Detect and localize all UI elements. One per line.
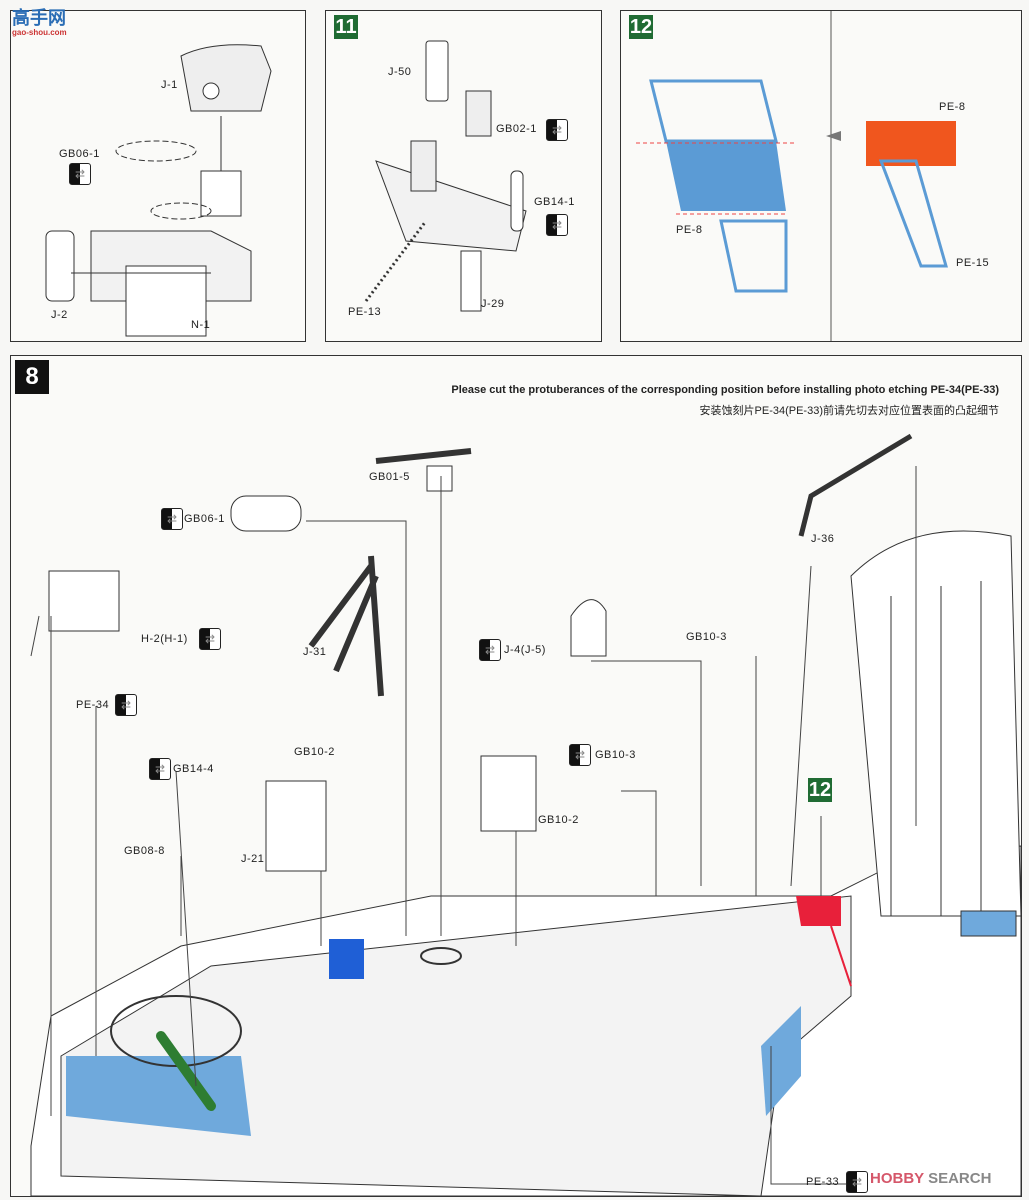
label-pe8: PE-8	[676, 224, 703, 236]
sub-step-12: 12	[808, 778, 832, 802]
label-j4: J-4(J-5)	[504, 644, 546, 656]
label-pe13: PE-13	[348, 306, 382, 318]
ladder-drawing	[636, 11, 956, 341]
label-h2: H-2(H-1)	[141, 633, 188, 645]
label-j29: J-29	[481, 298, 505, 310]
label-j21: J-21	[241, 853, 265, 865]
label-j50: J-50	[388, 66, 412, 78]
label-j36: J-36	[811, 533, 835, 545]
step-number: 12	[629, 15, 653, 39]
turret-drawing	[45, 44, 272, 337]
label-gb01-5: GB01-5	[369, 471, 410, 483]
panel-turret-assembly: J-1 GB06-1 ⇄ J-2 N-1	[10, 10, 306, 342]
label-gb10-2: GB10-2	[538, 814, 579, 826]
label-j2: J-2	[51, 309, 68, 321]
label-pe8: PE-8	[939, 101, 966, 113]
left-right-arrow-icon: ⇄	[69, 163, 91, 185]
left-right-arrow-icon: ⇄	[199, 628, 221, 650]
label-gb06-1: GB06-1	[184, 513, 225, 525]
label-gb10-3: GB10-3	[595, 749, 636, 761]
hobby-search-watermark: HOBBY SEARCH	[870, 1170, 992, 1187]
left-right-arrow-icon: ⇄	[846, 1171, 868, 1193]
platform-drawing	[364, 40, 527, 312]
step-number: 11	[334, 15, 358, 39]
label-pe15: PE-15	[956, 257, 990, 269]
label-gb08-8: GB08-8	[124, 845, 165, 857]
label-gb14-4: GB14-4	[173, 763, 214, 775]
label-gb10-2: GB10-2	[294, 746, 335, 758]
panel-step-8: 8 Please cut the protuberances of the co…	[10, 355, 1022, 1197]
label-pe34: PE-34	[76, 699, 110, 711]
panel-step-12: 12 PE-8 PE-8 PE-15	[620, 10, 1022, 342]
panel-step-11: 11 J-50 GB02-1 ⇄ GB14-1 ⇄ PE-13 J-29	[325, 10, 602, 342]
note-chinese: 安装蚀刻片PE-34(PE-33)前请先切去对应位置表面的凸起细节	[699, 405, 999, 417]
label-pe33: PE-33	[806, 1176, 840, 1188]
left-right-arrow-icon: ⇄	[546, 119, 568, 141]
label-j1: J-1	[161, 79, 178, 91]
label-n1: N-1	[191, 319, 211, 331]
step-number: 8	[15, 360, 49, 394]
left-right-arrow-icon: ⇄	[149, 758, 171, 780]
label-gb14-1: GB14-1	[534, 196, 575, 208]
note-english: Please cut the protuberances of the corr…	[451, 384, 999, 396]
ship-deck-drawing	[30, 433, 1021, 1196]
label-gb10-3: GB10-3	[686, 631, 727, 643]
watermark-text: 高手网	[12, 8, 66, 28]
label-j31: J-31	[303, 646, 327, 658]
label-gb06-1: GB06-1	[59, 148, 100, 160]
watermark-url: gao-shou.com	[12, 28, 67, 38]
left-right-arrow-icon: ⇄	[115, 694, 137, 716]
left-right-arrow-icon: ⇄	[161, 508, 183, 530]
left-right-arrow-icon: ⇄	[546, 214, 568, 236]
label-gb02-1: GB02-1	[496, 123, 537, 135]
left-right-arrow-icon: ⇄	[479, 639, 501, 661]
left-right-arrow-icon: ⇄	[569, 744, 591, 766]
